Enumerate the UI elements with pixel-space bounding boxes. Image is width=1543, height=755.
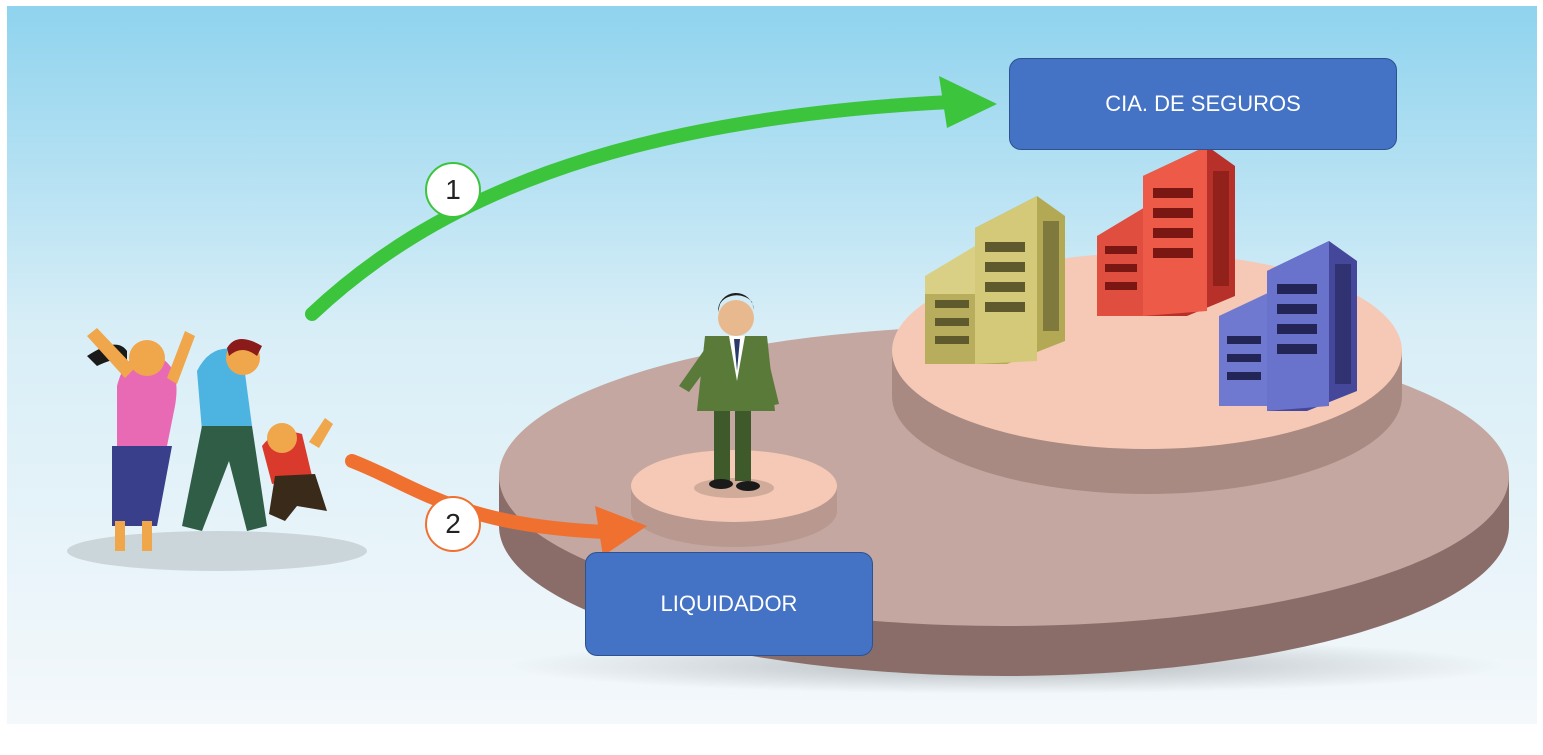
family-figures [67, 328, 367, 571]
building-yellow [925, 196, 1065, 364]
adjuster-label: LIQUIDADOR [585, 552, 873, 656]
building-blue [1219, 241, 1357, 411]
insurance-company-label: CIA. DE SEGUROS [1009, 58, 1397, 150]
adjuster-pedestal [631, 450, 837, 547]
arrow-step-1 [305, 76, 997, 321]
step-1-badge: 1 [425, 162, 481, 218]
building-red [1097, 146, 1235, 316]
step-2-badge: 2 [425, 496, 481, 552]
diagram-canvas: 1 2 CIA. DE SEGUROS LIQUIDADOR [7, 6, 1537, 724]
adjuster-figure [679, 293, 779, 498]
